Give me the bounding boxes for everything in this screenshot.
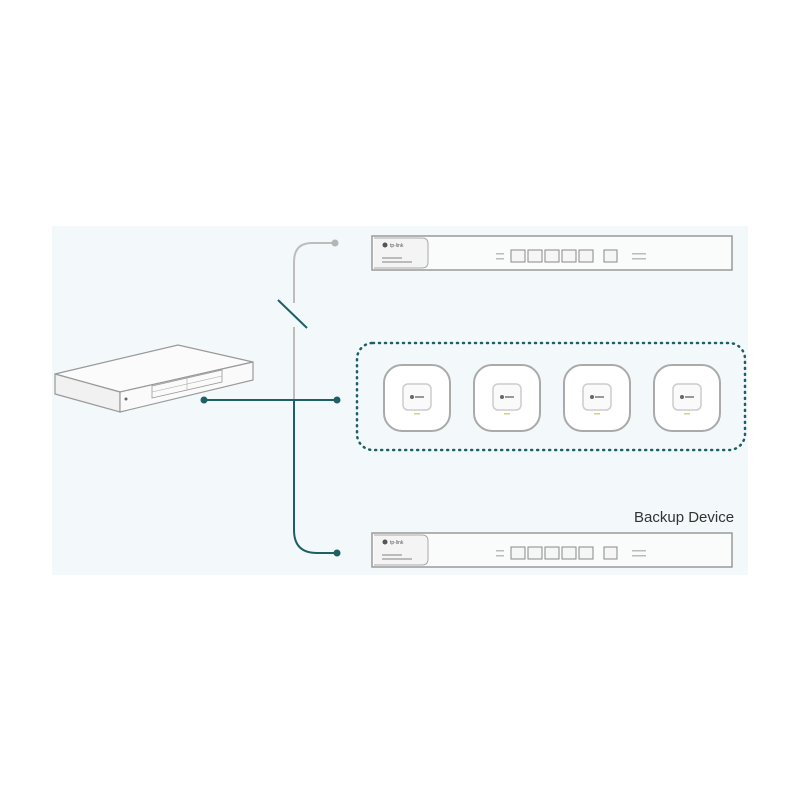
link-break-icon — [277, 299, 308, 329]
access-point-icon — [473, 364, 541, 432]
backup-device-label: Backup Device — [634, 509, 735, 526]
backup-controller-icon — [371, 532, 733, 568]
primary-link-inactive — [293, 239, 339, 400]
ap-group-border — [355, 341, 747, 452]
primary-controller-icon — [371, 235, 733, 271]
switch-icon — [54, 344, 254, 413]
access-point-icon — [653, 364, 721, 432]
access-point-icon — [383, 364, 451, 432]
active-links — [200, 396, 341, 557]
access-point-icon — [563, 364, 631, 432]
